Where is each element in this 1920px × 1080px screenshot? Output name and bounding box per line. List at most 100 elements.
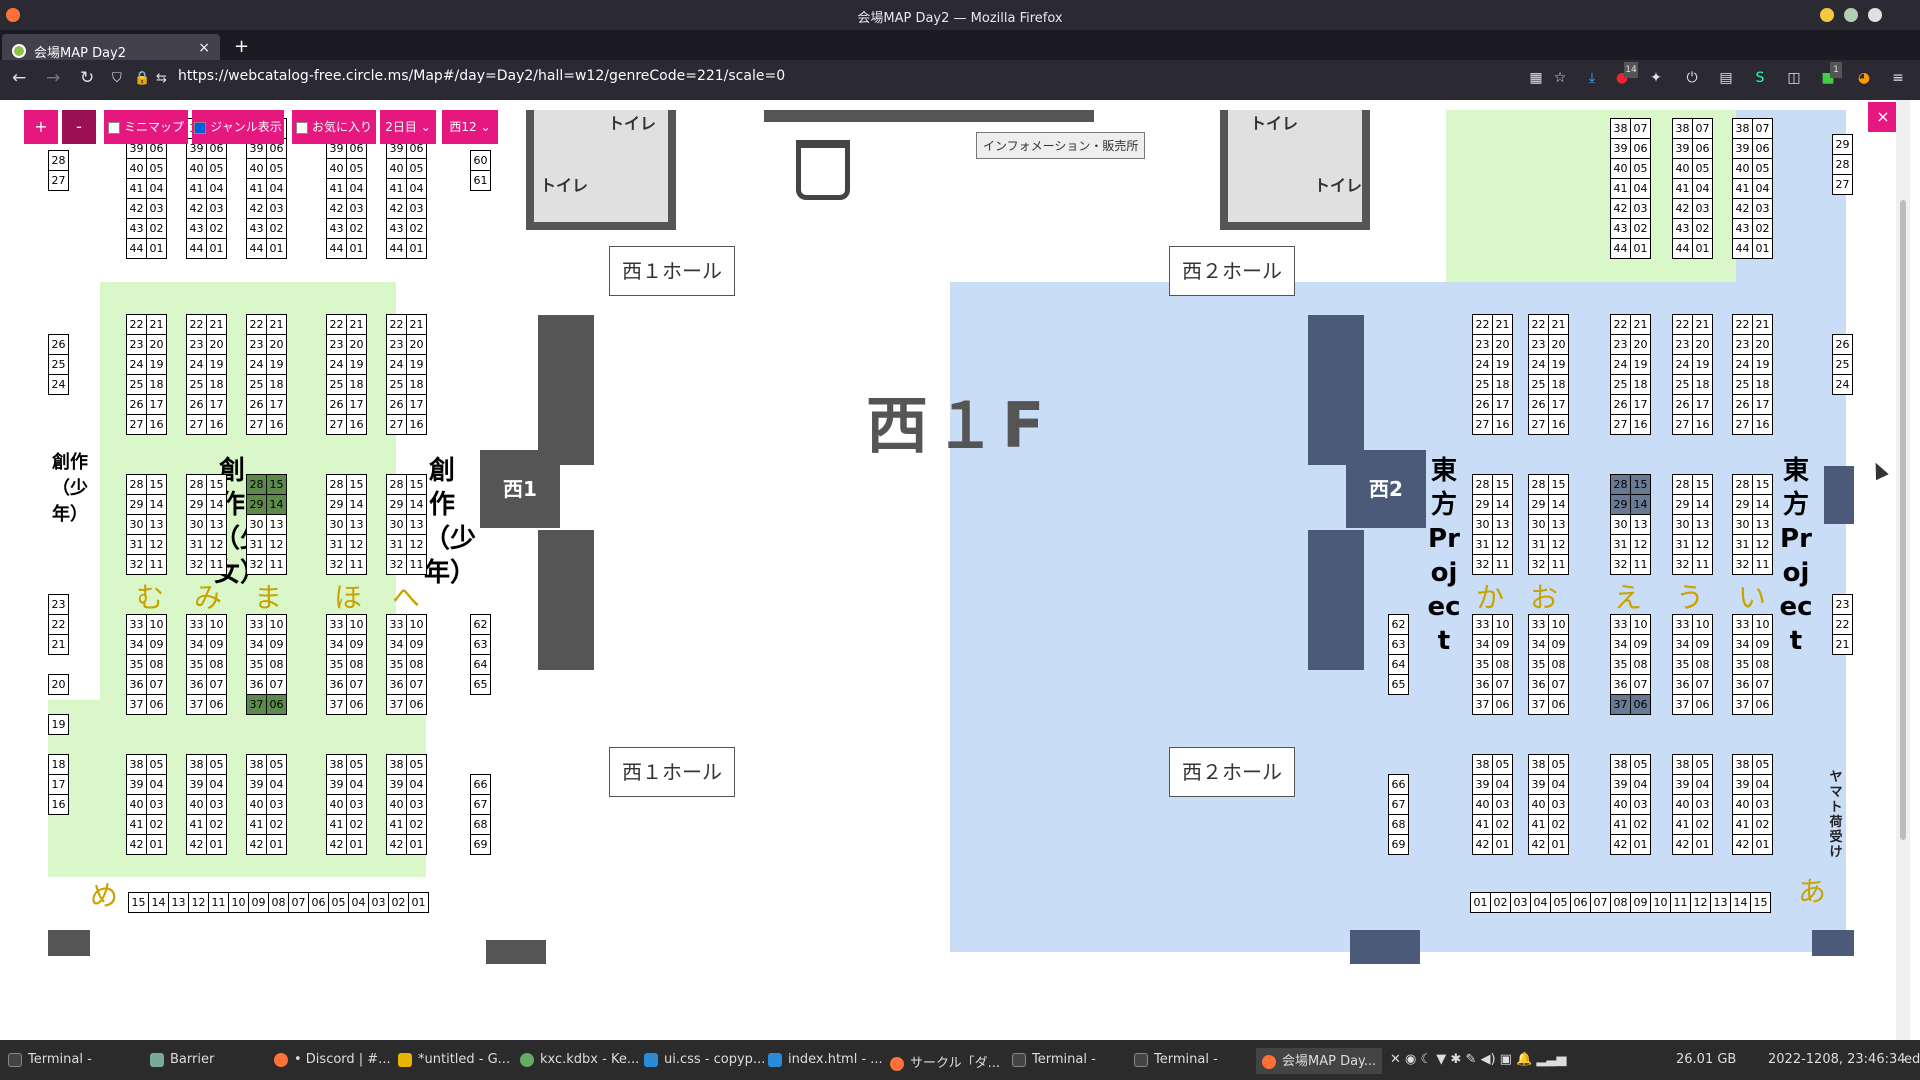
booth-cell[interactable]: 35 <box>1672 654 1693 675</box>
booth-cell[interactable]: 14 <box>1492 494 1513 515</box>
booth-cell[interactable]: 41 <box>326 814 347 835</box>
booth-cell[interactable]: 37 <box>246 694 267 715</box>
booth-cell[interactable]: 32 <box>1610 554 1631 575</box>
maximize-icon[interactable] <box>1844 8 1858 22</box>
booth-cell[interactable]: 41 <box>186 814 207 835</box>
booth-cell[interactable]: 41 <box>1672 178 1693 199</box>
booth-cell[interactable]: 19 <box>346 354 367 375</box>
booth-cell[interactable]: 02 <box>1630 814 1651 835</box>
booth-cell[interactable]: 19 <box>1692 354 1713 375</box>
booth-cell[interactable]: 24 <box>1672 354 1693 375</box>
booth-cell[interactable]: 15 <box>128 892 149 913</box>
booth-cell[interactable]: 66 <box>470 774 491 795</box>
taskbar-item[interactable]: kxc.kdbx - Ke... <box>520 1052 639 1067</box>
booth-cell[interactable]: 18 <box>266 374 287 395</box>
booth-cell[interactable]: 17 <box>146 394 167 415</box>
booth-cell[interactable]: 17 <box>1492 394 1513 415</box>
booth-cell[interactable]: 23 <box>1832 594 1853 615</box>
taskbar-item[interactable]: Terminal - <box>8 1052 92 1067</box>
booth-cell[interactable]: 34 <box>1732 634 1753 655</box>
booth-cell[interactable]: 10 <box>1650 892 1671 913</box>
booth-cell[interactable]: 61 <box>470 170 491 191</box>
booth-cell[interactable]: 10 <box>1630 614 1651 635</box>
booth-cell[interactable]: 23 <box>246 334 267 355</box>
booth-cell[interactable]: 04 <box>1630 178 1651 199</box>
booth-cell[interactable]: 25 <box>1672 374 1693 395</box>
booth-cell[interactable]: 08 <box>406 654 427 675</box>
booth-cell[interactable]: 29 <box>1610 494 1631 515</box>
booth-cell[interactable]: 25 <box>1732 374 1753 395</box>
booth-cell[interactable]: 05 <box>1752 754 1773 775</box>
booth-cell[interactable]: 06 <box>1752 694 1773 715</box>
booth-cell[interactable]: 10 <box>146 614 167 635</box>
booth-cell[interactable]: 39 <box>1610 774 1631 795</box>
hall-select[interactable]: 西12 ⌄ <box>442 110 498 144</box>
booth-cell[interactable]: 27 <box>186 414 207 435</box>
booth-cell[interactable]: 01 <box>1752 834 1773 855</box>
booth-cell[interactable]: 19 <box>146 354 167 375</box>
zoom-in-button[interactable]: + <box>24 110 58 144</box>
booth-cell[interactable]: 21 <box>1832 634 1853 655</box>
booth-cell[interactable]: 33 <box>1472 614 1493 635</box>
booth-cell[interactable]: 33 <box>386 614 407 635</box>
booth-cell[interactable]: 20 <box>346 334 367 355</box>
booth-cell[interactable]: 24 <box>326 354 347 375</box>
booth-cell[interactable]: 16 <box>1692 414 1713 435</box>
booth-cell[interactable]: 13 <box>146 514 167 535</box>
booth-cell[interactable]: 24 <box>186 354 207 375</box>
booth-cell[interactable]: 34 <box>246 634 267 655</box>
booth-cell[interactable]: 30 <box>1528 514 1549 535</box>
booth-cell[interactable]: 44 <box>246 238 267 259</box>
booth-cell[interactable]: 39 <box>1610 138 1631 159</box>
booth-cell[interactable]: 27 <box>48 170 69 191</box>
taskbar-item[interactable]: サークル「ダ... <box>890 1052 1000 1071</box>
booth-cell[interactable]: 09 <box>1630 634 1651 655</box>
booth-cell[interactable]: 02 <box>346 814 367 835</box>
booth-cell[interactable]: 27 <box>1472 414 1493 435</box>
booth-cell[interactable]: 01 <box>1630 834 1651 855</box>
booth-cell[interactable]: 26 <box>1832 334 1853 355</box>
booth-cell[interactable]: 19 <box>1548 354 1569 375</box>
booth-cell[interactable]: 41 <box>186 178 207 199</box>
booth-cell[interactable]: 22 <box>326 314 347 335</box>
booth-cell[interactable]: 26 <box>1472 394 1493 415</box>
booth-cell[interactable]: 42 <box>186 834 207 855</box>
booth-cell[interactable]: 38 <box>1610 118 1631 139</box>
booth-cell[interactable]: 23 <box>126 334 147 355</box>
booth-cell[interactable]: 28 <box>126 474 147 495</box>
booth-cell[interactable]: 13 <box>406 514 427 535</box>
booth-cell[interactable]: 04 <box>1630 774 1651 795</box>
booth-cell[interactable]: 09 <box>346 634 367 655</box>
booth-cell[interactable]: 68 <box>1388 814 1409 835</box>
booth-cell[interactable]: 37 <box>126 694 147 715</box>
booth-cell[interactable]: 28 <box>1832 154 1853 175</box>
booth-cell[interactable]: 17 <box>206 394 227 415</box>
booth-cell[interactable]: 36 <box>326 674 347 695</box>
booth-cell[interactable]: 43 <box>1610 218 1631 239</box>
booth-cell[interactable]: 28 <box>246 474 267 495</box>
booth-cell[interactable]: 02 <box>146 218 167 239</box>
booth-cell[interactable]: 19 <box>206 354 227 375</box>
booth-cell[interactable]: 34 <box>126 634 147 655</box>
booth-cell[interactable]: 44 <box>186 238 207 259</box>
booth-cell[interactable]: 03 <box>1630 198 1651 219</box>
booth-cell[interactable]: 10 <box>1548 614 1569 635</box>
booth-cell[interactable]: 25 <box>1832 354 1853 375</box>
booth-cell[interactable]: 65 <box>1388 674 1409 695</box>
booth-cell[interactable]: 22 <box>126 314 147 335</box>
booth-cell[interactable]: 67 <box>470 794 491 815</box>
booth-cell[interactable]: 01 <box>406 238 427 259</box>
booth-cell[interactable]: 32 <box>1672 554 1693 575</box>
booth-cell[interactable]: 09 <box>266 634 287 655</box>
taskbar-item[interactable]: Terminal - <box>1012 1052 1096 1067</box>
booth-cell[interactable]: 05 <box>1550 892 1571 913</box>
booth-cell[interactable]: 63 <box>1388 634 1409 655</box>
